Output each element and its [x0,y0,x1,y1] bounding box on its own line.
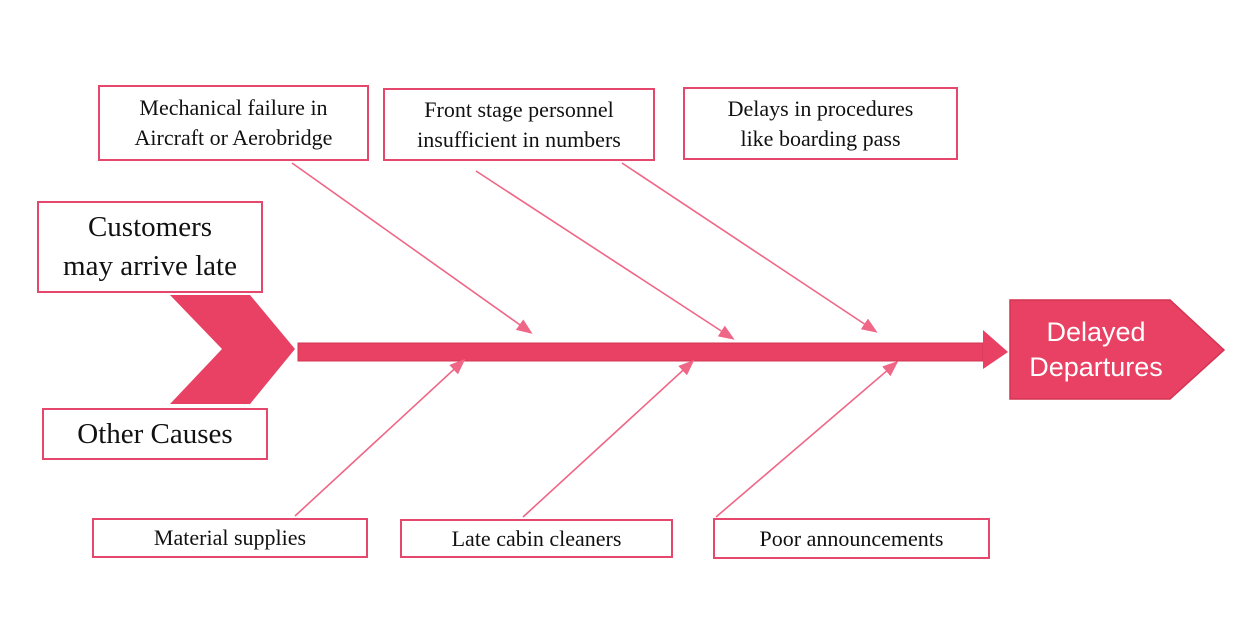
cause-box-mechanical-failure: Mechanical failure in Aircraft or Aerobr… [98,85,369,161]
cause-box-poor-announcements: Poor announcements [713,518,990,559]
spine-bar [297,342,984,362]
cause-label-line: Front stage personnel [424,96,614,122]
cause-label-line: like boarding pass [740,125,901,151]
spine-arrowhead [983,330,1008,369]
effect-label-line: Delayed [1046,316,1146,347]
cause-box-material-supplies: Material supplies [92,518,368,558]
cause-box-front-stage-personnel: Front stage personnel insufficient in nu… [383,88,655,161]
cause-label-line: Poor announcements [759,525,944,551]
cause-label-line: Customers [87,211,213,243]
cause-label-line: Aircraft or Aerobridge [134,125,333,150]
connector-line-mechanical [291,162,533,334]
cause-box-other-causes: Other Causes [42,408,268,460]
cause-label-line: may arrive late [63,250,237,282]
effect-label-line: Departures [1029,351,1163,382]
connector-line-front-stage [475,170,735,340]
cause-box-procedure-delays: Delays in procedures like boarding pass [683,87,958,160]
cause-label-line: Material supplies [153,525,307,550]
connector-line-delays [621,162,878,333]
cause-label-line: insufficient in numbers [417,126,621,152]
cause-box-late-cabin-cleaners: Late cabin cleaners [400,519,673,558]
cause-box-customers-late: Customers may arrive late [37,201,263,293]
cause-label-line: Late cabin cleaners [451,525,622,551]
cause-label-line: Delays in procedures [727,95,914,121]
cause-label-line: Other Causes [77,417,233,450]
effect-label-delayed-departures: Delayed Departures [1012,300,1180,399]
left-chevron-shape [170,295,295,404]
connector-line-late-cabin [522,359,695,518]
connector-line-poor-announcements [715,360,899,518]
connector-line-material [294,358,466,517]
cause-label-line: Mechanical failure in [139,95,328,120]
